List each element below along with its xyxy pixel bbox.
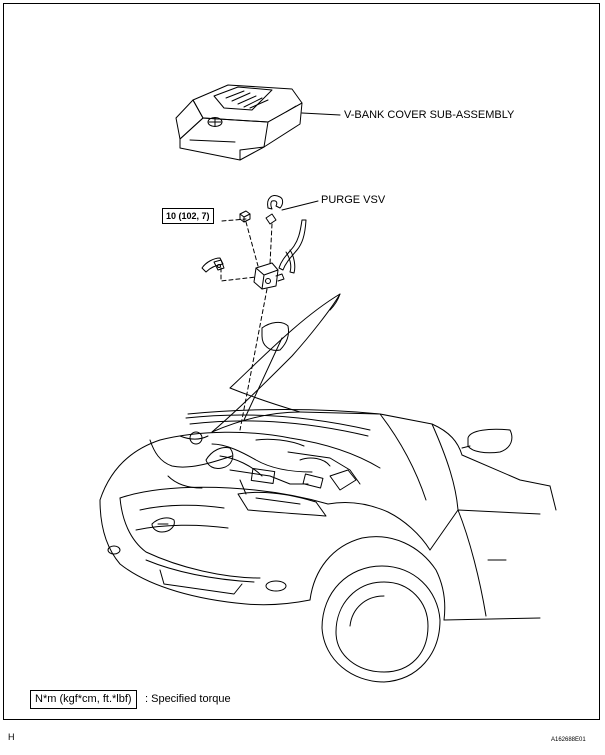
callout-purge-vsv: PURGE VSV [321, 194, 386, 206]
vehicle-icon [99, 293, 557, 683]
torque-spec-bolt: 10 (102, 7) [162, 208, 214, 224]
legend-description: : Specified torque [145, 693, 231, 705]
leader-purge-vsv [281, 200, 319, 211]
callout-v-bank-cover: V-BANK COVER SUB-ASSEMBLY [344, 109, 515, 121]
legend-unit-box: N*m (kgf*cm, ft.*lbf) [30, 690, 137, 709]
figure-code: A162688E01 [551, 737, 586, 743]
assembly-lines [220, 218, 273, 431]
leader-v-bank [301, 112, 341, 116]
figure-frame [3, 3, 600, 720]
purge-vsv-icon [201, 195, 307, 290]
v-bank-cover-icon [175, 84, 303, 161]
corner-letter: H [8, 732, 15, 742]
